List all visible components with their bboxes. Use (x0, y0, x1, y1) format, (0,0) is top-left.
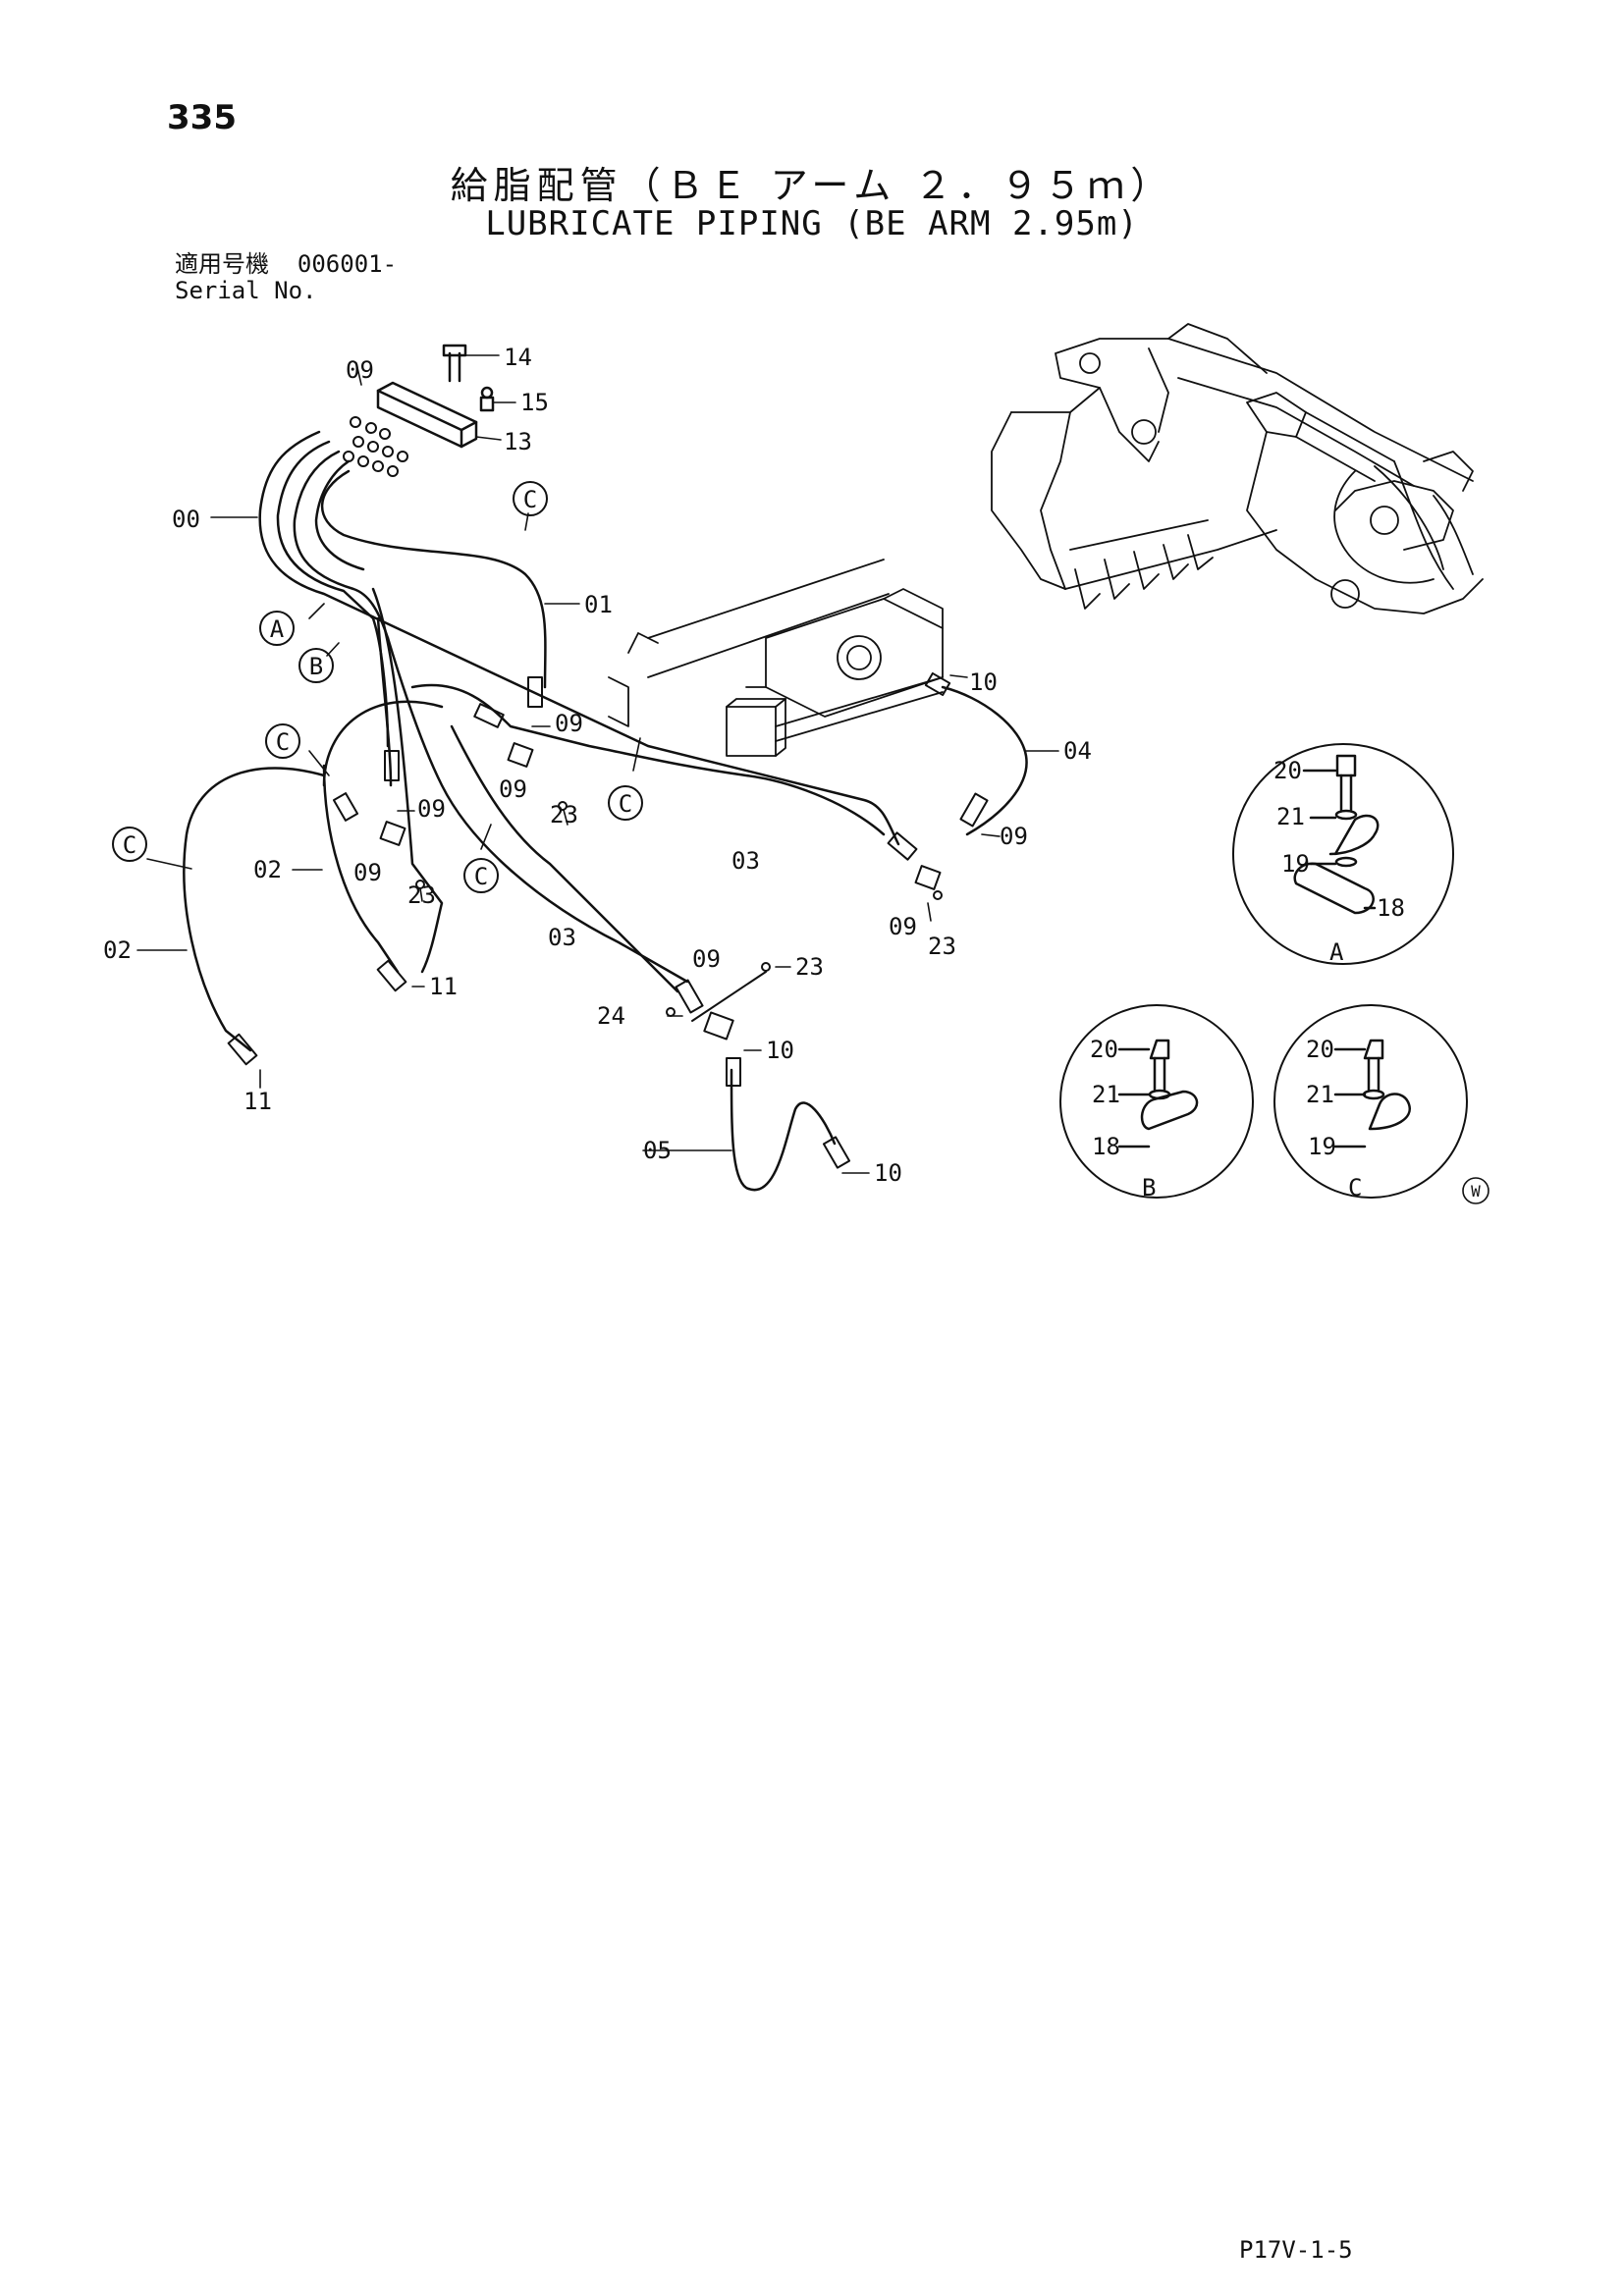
detail-a-part: 18 (1377, 894, 1405, 922)
serial-value: 006001- (297, 250, 398, 278)
detail-c-part: 20 (1306, 1036, 1334, 1063)
hose-02b (322, 764, 400, 974)
footer-code: P17V-1-5 (1239, 2236, 1353, 2264)
detail-labels: 20 21 19 18 A 20 21 18 B 20 21 19 C (1090, 757, 1405, 1201)
detail-c-part: 19 (1308, 1133, 1336, 1160)
hose-05 (730, 1068, 837, 1192)
bucket-arm-drawing (991, 323, 1484, 614)
part-label: 09 (555, 710, 583, 737)
detail-view-c (1273, 1004, 1468, 1199)
hose-04 (941, 685, 1028, 836)
part-label: 10 (874, 1159, 902, 1187)
title-english: LUBRICATE PIPING (BE ARM 2.95m) (485, 204, 1139, 243)
part-label: 02 (103, 936, 132, 964)
hose-01 (320, 469, 547, 689)
detail-c-name: C (1348, 1174, 1362, 1201)
callout-letter: C (276, 728, 290, 756)
part-label: 02 (253, 856, 282, 883)
part-label: 05 (643, 1137, 672, 1164)
part-label: 23 (407, 881, 436, 909)
detail-a-part: 19 (1281, 850, 1310, 878)
callout-letter: A (270, 615, 285, 643)
part-label: 11 (244, 1088, 272, 1115)
part-labels: 00 01 02 02 03 03 04 05 09 09 09 09 09 0… (103, 344, 1092, 1187)
detail-a-part: 21 (1276, 803, 1305, 830)
part-label: 09 (692, 945, 721, 973)
part-label: 13 (504, 428, 532, 455)
detail-a-part: 20 (1273, 757, 1302, 784)
callout-letter: B (309, 653, 323, 680)
part-label: 10 (969, 668, 998, 696)
part-label: 01 (584, 591, 613, 618)
arm-cylinder-drawing (608, 559, 944, 757)
leader-lines (136, 354, 1059, 1174)
serial-label-en: Serial No. (175, 277, 317, 304)
serial-info: 適用号機 006001- Serial No. (175, 251, 397, 304)
detail-a-name: A (1329, 938, 1344, 966)
callout-circles (112, 481, 643, 893)
detail-view-a (1232, 743, 1454, 965)
part-label: 09 (353, 859, 382, 886)
detail-b-name: B (1142, 1174, 1156, 1201)
part-label: 09 (346, 356, 374, 384)
hose-03-upper (410, 683, 886, 836)
title-japanese: 給脂配管（ＢＥ アーム ２．９５ｍ） (450, 164, 1174, 207)
callout-letters: A B C C C C C (123, 486, 632, 890)
part-label: 23 (928, 933, 956, 960)
callout-letter: C (123, 831, 136, 859)
part-label: 03 (548, 924, 576, 951)
w-mark: W (1471, 1182, 1481, 1201)
part-label: 09 (1000, 823, 1028, 850)
grease-block (376, 344, 495, 449)
detail-b-part: 18 (1092, 1133, 1120, 1160)
callout-letter: C (523, 486, 537, 513)
serial-label-jp: 適用号機 (175, 250, 269, 278)
part-label: 03 (731, 847, 760, 875)
part-label: 15 (520, 389, 549, 416)
part-label: 09 (889, 913, 917, 940)
part-label: 14 (504, 344, 532, 371)
part-label: 09 (499, 775, 527, 803)
part-label: 10 (766, 1037, 794, 1064)
part-label: 11 (429, 973, 458, 1000)
hose-02 (183, 767, 326, 1052)
part-label: 24 (597, 1002, 625, 1030)
detail-c-part: 21 (1306, 1081, 1334, 1108)
detail-b-part: 20 (1090, 1036, 1118, 1063)
part-label: 00 (172, 506, 200, 533)
callout-letter: C (474, 863, 488, 890)
w-mark-circle (1462, 1177, 1489, 1204)
part-label: 23 (550, 801, 578, 828)
detail-b-part: 21 (1092, 1081, 1120, 1108)
hose-bundle-00 (258, 430, 900, 984)
page-number: 335 (167, 98, 237, 137)
part-label: 04 (1063, 737, 1092, 765)
part-label: 23 (795, 953, 824, 981)
part-label: 09 (417, 795, 446, 823)
detail-view-b (1059, 1004, 1254, 1199)
fittings (227, 416, 989, 1169)
hose-03-lower (322, 700, 679, 993)
callout-letter: C (619, 790, 632, 818)
